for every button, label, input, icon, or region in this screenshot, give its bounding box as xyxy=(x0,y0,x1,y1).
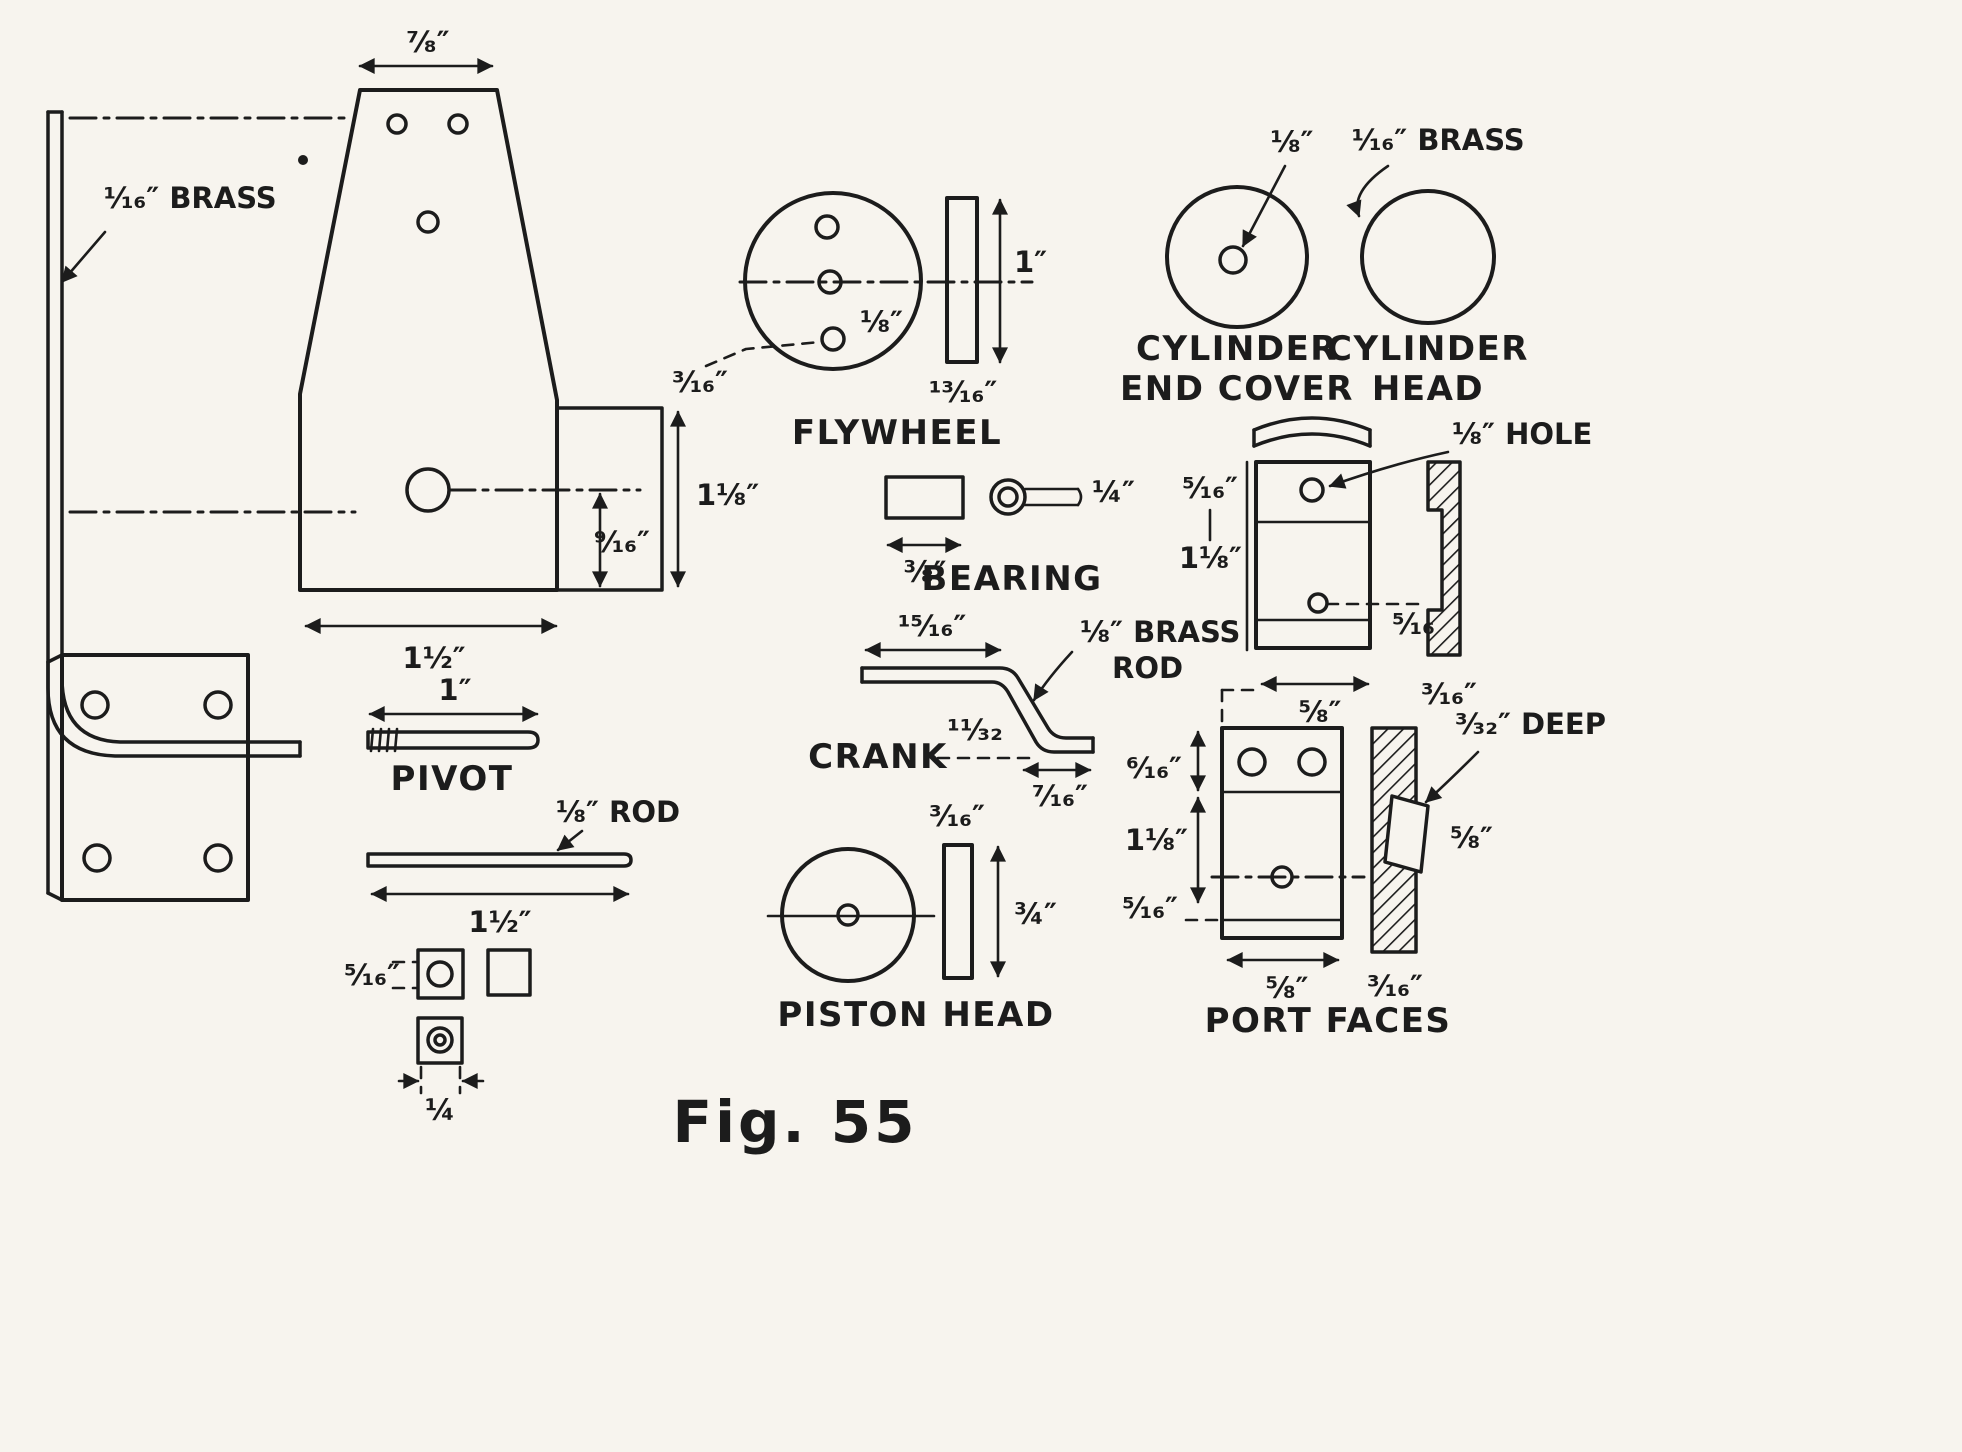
flywheel-offset-label: ³⁄₁₆″ xyxy=(672,365,728,399)
frame-lower-height-label: ⁹⁄₁₆″ xyxy=(594,525,650,559)
cylinder-hole-note-label: ⅛″ HOLE xyxy=(1452,417,1592,451)
crank-material-label-line1: ⅛″ BRASS xyxy=(1080,615,1240,649)
port-faces-lower-dim-label: ⁵⁄₁₆″ xyxy=(1122,891,1178,925)
piston-thickness-label: ³⁄₁₆″ xyxy=(929,799,985,833)
flywheel-title: FLYWHEEL xyxy=(792,413,1002,453)
small-blocks-drawing: ⁵⁄₁₆″ ¼ xyxy=(344,948,532,1127)
port-faces-recess xyxy=(1383,794,1430,874)
cylinder-body-drawing: ⁵⁄₁₆″ 1⅛″ ⁵⁄₁₆ ⅛″ HOLE ⅝″ ³⁄₁₆″ xyxy=(1179,416,1592,729)
port-faces-recess-leader-arrow xyxy=(1424,750,1480,804)
flywheel-diameter-label: 1″ xyxy=(1014,245,1047,279)
rod-leader-arrow xyxy=(556,829,584,852)
port-faces-drawing: ⁶⁄₁₆″ 1⅛″ ⁵⁄₁₆″ ⅝″ ³⁄₃₂″ DEEP ⅝″ ³⁄₁₆″ P… xyxy=(1122,688,1606,1041)
end-cover-title-line2: END COVER xyxy=(1120,369,1354,409)
cylinder-hole-leader-arrow xyxy=(1328,450,1450,489)
flywheel-width-label: ¹³⁄₁₆″ xyxy=(929,375,998,409)
frame-bottom-width-label: 1½″ xyxy=(402,641,465,675)
crank-drawing: ¹⁵⁄₁₆″ ⅛″ BRASS ROD ¹¹⁄₃₂ ⁷⁄₁₆″ CRANK xyxy=(808,609,1240,813)
rod-material-label: ⅛″ ROD xyxy=(556,795,680,829)
pivot-drawing: 1″ PIVOT xyxy=(366,673,540,799)
frame-top-width-label: ⁷⁄₈″ xyxy=(406,25,449,59)
cylinder-head-material-leader-arrow xyxy=(1346,164,1390,218)
rod-length-label: 1½″ xyxy=(468,905,531,939)
cylinder-width-label: ⅝″ xyxy=(1299,695,1342,729)
cylinder-head-drawing: ¹⁄₁₆″ BRASS CYLINDER HEAD xyxy=(1327,123,1529,409)
port-faces-recess-note-label: ³⁄₃₂″ DEEP xyxy=(1455,707,1606,741)
cylinder-head-title-line1: CYLINDER xyxy=(1327,329,1529,369)
end-cover-drawing: ⅛″ CYLINDER END COVER xyxy=(1120,125,1354,409)
figure-caption: Fig. 55 xyxy=(673,1088,918,1156)
blocks-quarter-label: ¼ xyxy=(425,1093,455,1127)
piston-title: PISTON HEAD xyxy=(777,995,1054,1035)
piston-height-label: ¾″ xyxy=(1014,897,1057,931)
crank-material-leader-arrow xyxy=(1032,650,1074,702)
flywheel-drawing: ⅛″ ³⁄₁₆″ 1″ ¹³⁄₁₆″ FLYWHEEL xyxy=(672,191,1047,453)
cylinder-section-dim-label: ³⁄₁₆″ xyxy=(1421,677,1477,711)
cylinder-height-label: 1⅛″ xyxy=(1179,541,1242,575)
blocks-side-label: ⁵⁄₁₆″ xyxy=(344,958,400,992)
flywheel-hole-label: ⅛″ xyxy=(860,305,903,339)
frame-height-label: 1⅛″ xyxy=(696,478,759,512)
crank-arm-label: ¹⁵⁄₁₆″ xyxy=(898,609,967,643)
pivot-length-label: 1″ xyxy=(438,673,471,707)
bearing-length-label: ⅜″ xyxy=(904,555,947,589)
port-faces-width-label: ⅝″ xyxy=(1266,971,1309,1005)
crank-title: CRANK xyxy=(808,737,948,777)
crank-throw-label: ¹¹⁄₃₂ xyxy=(947,713,1003,747)
end-cover-hole-label: ⅛″ xyxy=(1271,125,1314,159)
crank-end-label: ⁷⁄₁₆″ xyxy=(1032,779,1088,813)
rod-drawing: ⅛″ ROD 1½″ xyxy=(366,795,680,939)
cylinder-top-dim-label: ⁵⁄₁₆″ xyxy=(1182,471,1238,505)
bearing-title: BEARING xyxy=(921,559,1102,599)
crank-material-label-line2: ROD xyxy=(1112,651,1183,685)
port-faces-title: PORT FACES xyxy=(1205,1001,1452,1041)
angle-bracket-drawing: ¹⁄₁₆″ BRASS xyxy=(46,110,357,758)
piston-drawing: ³⁄₁₆″ ¾″ PISTON HEAD xyxy=(766,799,1057,1035)
end-cover-hole-leader-arrow xyxy=(1241,164,1287,248)
cylinder-head-material-label: ¹⁄₁₆″ BRASS xyxy=(1351,123,1524,157)
port-faces-height-label: 1⅛″ xyxy=(1125,823,1188,857)
base-plate-drawing xyxy=(46,653,250,902)
cylinder-section-view xyxy=(1426,460,1462,657)
end-cover-title-line1: CYLINDER xyxy=(1136,329,1338,369)
pivot-title: PIVOT xyxy=(391,759,514,799)
port-faces-thickness-label: ³⁄₁₆″ xyxy=(1367,969,1423,1003)
cylinder-head-title-line2: HEAD xyxy=(1372,369,1484,409)
bearing-bore-label: ¼″ xyxy=(1092,475,1135,509)
bearing-drawing: ⅜″ ¼″ BEARING xyxy=(884,475,1135,599)
bracket-material-leader-arrow xyxy=(60,230,107,284)
port-faces-top-dim-label: ⁶⁄₁₆″ xyxy=(1126,751,1182,785)
frame-plate-drawing: ⁷⁄₈″ 1½″ 1⅛″ ⁹⁄₁₆″ xyxy=(298,25,759,675)
port-faces-recess-dim-label: ⅝″ xyxy=(1450,821,1493,855)
bracket-material-label: ¹⁄₁₆″ BRASS xyxy=(103,181,276,215)
